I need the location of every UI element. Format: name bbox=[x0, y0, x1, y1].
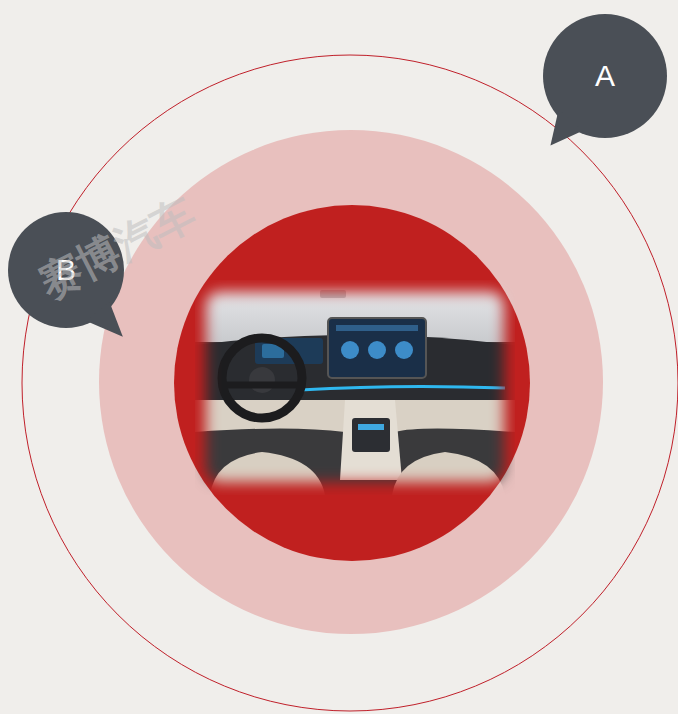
inner-circle bbox=[174, 205, 530, 561]
bubble-tail bbox=[550, 110, 583, 145]
outer-ring bbox=[22, 55, 678, 711]
bubble-tail bbox=[86, 302, 123, 337]
car-interior-photo bbox=[195, 280, 515, 495]
callout-bubble: A bbox=[543, 14, 667, 138]
callout-letter: A bbox=[543, 14, 667, 138]
